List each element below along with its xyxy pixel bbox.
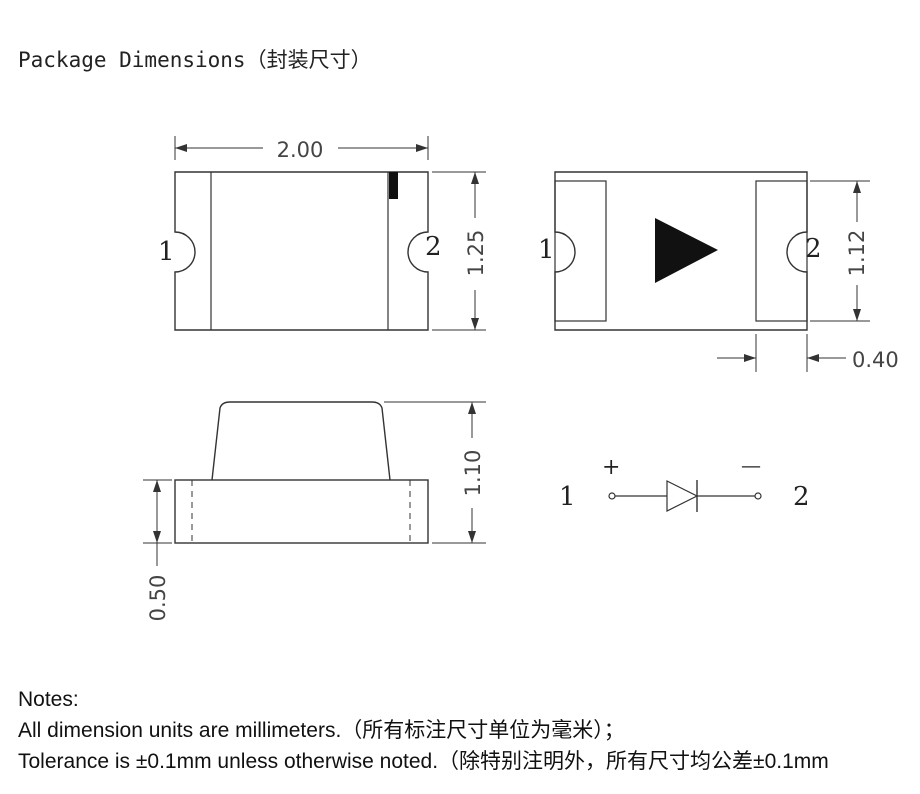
bottom-view-body <box>554 171 808 331</box>
bottom-view: 1 2 1.12 0.40 <box>538 171 899 372</box>
bottom-view-left-pad <box>554 180 607 322</box>
top-view-pin-2: 2 <box>425 232 442 262</box>
schematic-symbol: + — 1 2 <box>559 453 810 512</box>
bottom-view-right-pad <box>755 180 808 322</box>
bottom-view-pin-2: 2 <box>805 234 822 264</box>
cathode-mark <box>389 172 398 199</box>
schematic-pin-1: 1 <box>559 482 576 512</box>
dim-width: 1.25 <box>464 230 488 277</box>
side-view-lens <box>211 401 391 481</box>
dim-base-height: 0.50 <box>146 575 170 622</box>
page-title: Package Dimensions（封装尺寸） <box>18 48 372 72</box>
dim-total-height: 1.10 <box>461 450 485 497</box>
dim-pad-height: 1.12 <box>845 230 869 277</box>
dim-pad-width: 0.40 <box>852 348 899 372</box>
schematic-pin-2: 2 <box>793 482 810 512</box>
top-view-body <box>174 171 429 331</box>
top-view-pin-1: 1 <box>158 237 175 267</box>
notes-line-tolerance: Tolerance is ±0.1mm unless otherwise not… <box>18 750 829 773</box>
side-view: 1.10 0.50 <box>143 401 486 622</box>
dim-length: 2.00 <box>277 138 324 162</box>
top-view: 1 2 2.00 1.25 <box>158 136 488 331</box>
side-view-base <box>174 479 429 544</box>
schematic-anode-sign: + <box>602 455 620 480</box>
diode-symbol <box>666 480 699 512</box>
schematic-cathode-sign: — <box>741 453 761 477</box>
notes-section: Notes: All dimension units are millimete… <box>18 684 829 777</box>
notes-heading: Notes: <box>18 688 79 711</box>
polarity-triangle <box>655 218 718 283</box>
notes-line-units: All dimension units are millimeters.（所有标… <box>18 719 625 742</box>
bottom-view-pin-1: 1 <box>538 235 555 265</box>
